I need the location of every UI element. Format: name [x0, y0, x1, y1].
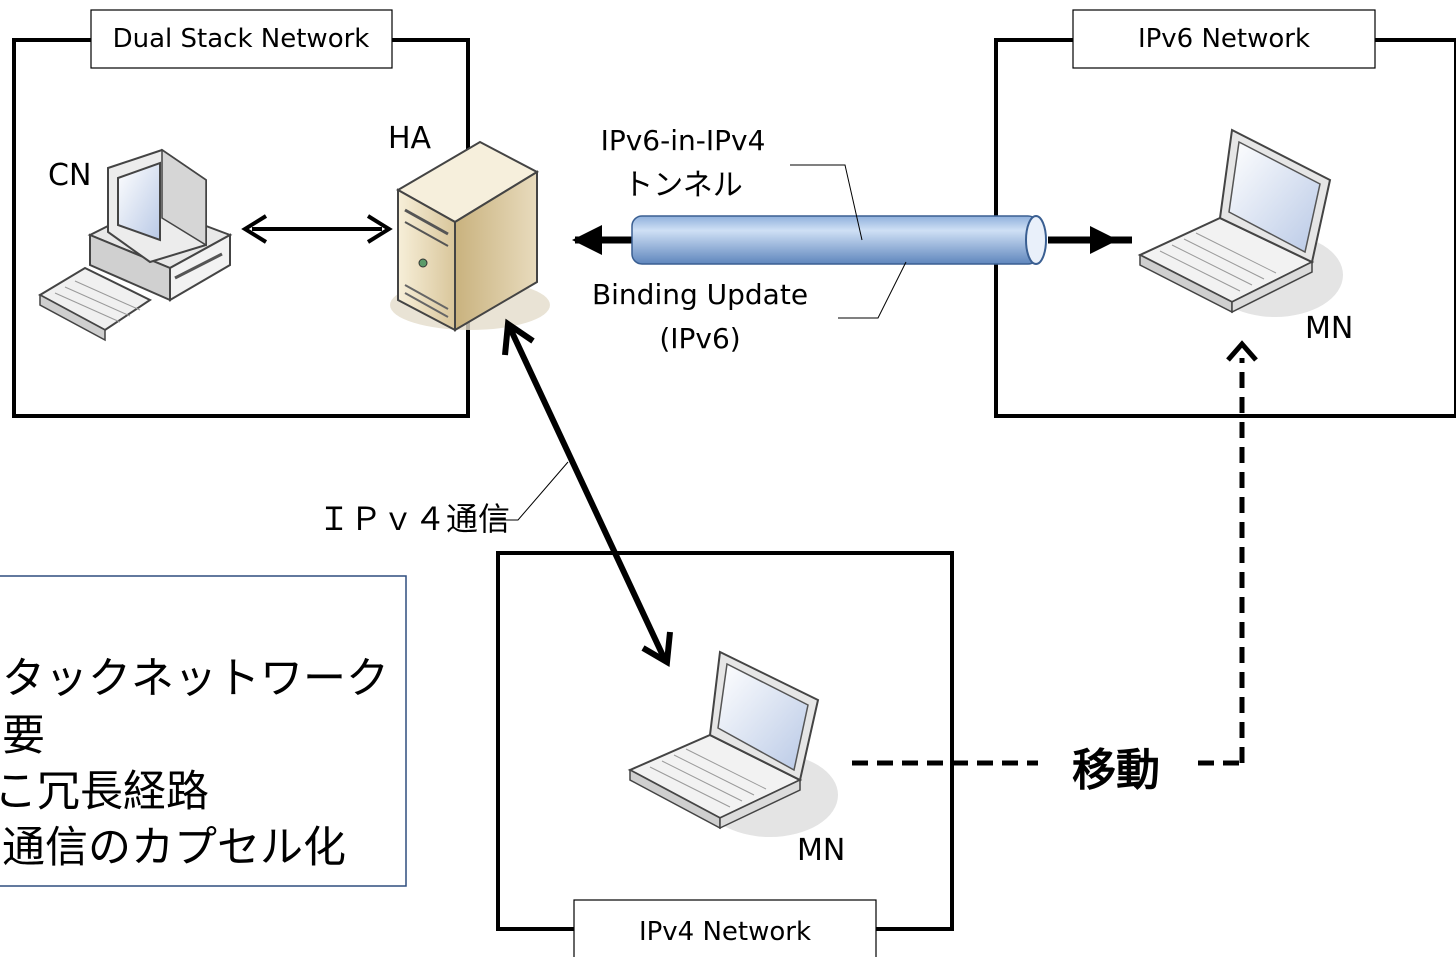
move-label: 移動 — [1072, 745, 1160, 796]
ipv4-network-box: IPv4 Network — [496, 551, 954, 957]
move-dashed-arrow — [852, 340, 1258, 766]
server-icon — [390, 140, 550, 332]
tunnel-leader-line — [790, 164, 863, 241]
ipv4-comm-arrow — [502, 318, 673, 667]
cn-ha-arrow — [241, 214, 393, 244]
tunnel-pipe — [572, 215, 1132, 265]
note-line-2: 要 — [2, 711, 45, 761]
cn-label: CN — [48, 158, 91, 193]
dual-stack-network-label: Dual Stack Network — [113, 24, 370, 54]
laptop-icon-ipv4 — [627, 650, 838, 837]
note-line-4: 通信のカプセル化 — [2, 823, 346, 873]
notes-box: タックネットワーク 要 こ冗長経路 通信のカプセル化 — [0, 575, 407, 887]
note-line-3: こ冗長経路 — [0, 767, 209, 817]
tunnel-label-line2: トンネル — [623, 168, 742, 203]
note-line-1: タックネットワーク — [2, 654, 389, 704]
ha-label: HA — [388, 121, 432, 156]
laptop-icon-ipv6 — [1137, 128, 1343, 317]
tunnel-label-line1: IPv6-in-IPv4 — [601, 124, 766, 157]
mn-ipv4-label: MN — [797, 833, 845, 868]
ipv4-network-label: IPv4 Network — [639, 917, 811, 947]
desktop-computer-icon — [37, 148, 233, 342]
binding-update-leader-line — [838, 261, 907, 319]
dual-stack-network-box: Dual Stack Network — [12, 9, 470, 418]
ipv6-network-label: IPv6 Network — [1138, 24, 1310, 54]
mn-ipv6-label: MN — [1305, 311, 1353, 346]
ipv4-comm-leader-line — [490, 461, 569, 521]
binding-update-line2: (IPv6) — [659, 322, 740, 355]
binding-update-line1: Binding Update — [592, 278, 808, 311]
ipv6-network-box: IPv6 Network — [994, 9, 1456, 418]
ipv4-comm-label: ＩＰｖ４通信 — [318, 500, 510, 538]
